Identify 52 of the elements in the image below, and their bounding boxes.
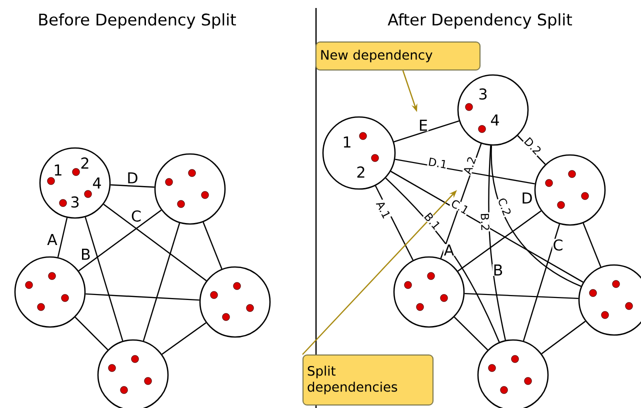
edge-label: D: [126, 172, 139, 184]
connector-line: [162, 322, 206, 355]
connector-line: [394, 120, 460, 142]
dependency-label: C: [552, 238, 564, 252]
edge-label: B: [80, 248, 92, 260]
connector-line: [142, 222, 180, 342]
connector-line: [202, 222, 222, 270]
callout-box: New dependency: [316, 42, 480, 70]
edge-label: C.1: [449, 198, 471, 216]
connector-line: [458, 210, 542, 272]
connector-line: [78, 210, 162, 272]
connector-line: [374, 185, 414, 260]
cluster-circle: [477, 339, 549, 408]
edge-label: D.1: [427, 156, 448, 170]
edge-label: D.2: [522, 136, 544, 156]
connector-line: [86, 293, 200, 301]
cluster-circle: [393, 256, 465, 328]
edge-label: A.2: [462, 154, 477, 176]
edge-label: A: [46, 234, 58, 246]
connector-line: [395, 158, 535, 184]
connector-line: [390, 170, 584, 283]
connector-line: [110, 184, 154, 188]
connector-line: [57, 218, 68, 258]
heading: Before Dependency Split: [37, 12, 237, 30]
connector-line: [541, 320, 586, 354]
connector-line: [522, 224, 560, 342]
connector-line: [490, 146, 582, 287]
edge-label: C.2: [496, 196, 512, 218]
dependency-label: A: [443, 244, 455, 256]
heading: After Dependency Split: [387, 12, 573, 30]
connector-line: [103, 204, 207, 282]
cluster-circle: [199, 266, 271, 338]
edge-label: B.2: [480, 212, 490, 232]
callout-box: Split dependencies: [302, 354, 434, 406]
connector-line: [385, 178, 500, 342]
dependency-label: B: [492, 264, 504, 276]
edge-label: B.1: [422, 210, 442, 232]
connector-line: [74, 316, 108, 350]
edge-label: E: [418, 119, 428, 132]
edge-label: C: [130, 210, 142, 222]
connector-line: [454, 316, 488, 350]
cluster-circle: [534, 154, 606, 226]
connector-line: [440, 143, 482, 259]
cluster-circle: [97, 339, 169, 408]
connector-line: [464, 292, 578, 300]
cluster-circle: [154, 153, 226, 225]
connector-line: [84, 216, 124, 342]
edge-label: A.1: [375, 199, 392, 220]
connector-line: [488, 146, 506, 340]
cluster-circle: [578, 264, 641, 336]
dependency-label: D: [520, 192, 534, 204]
connector-line: [582, 222, 602, 268]
